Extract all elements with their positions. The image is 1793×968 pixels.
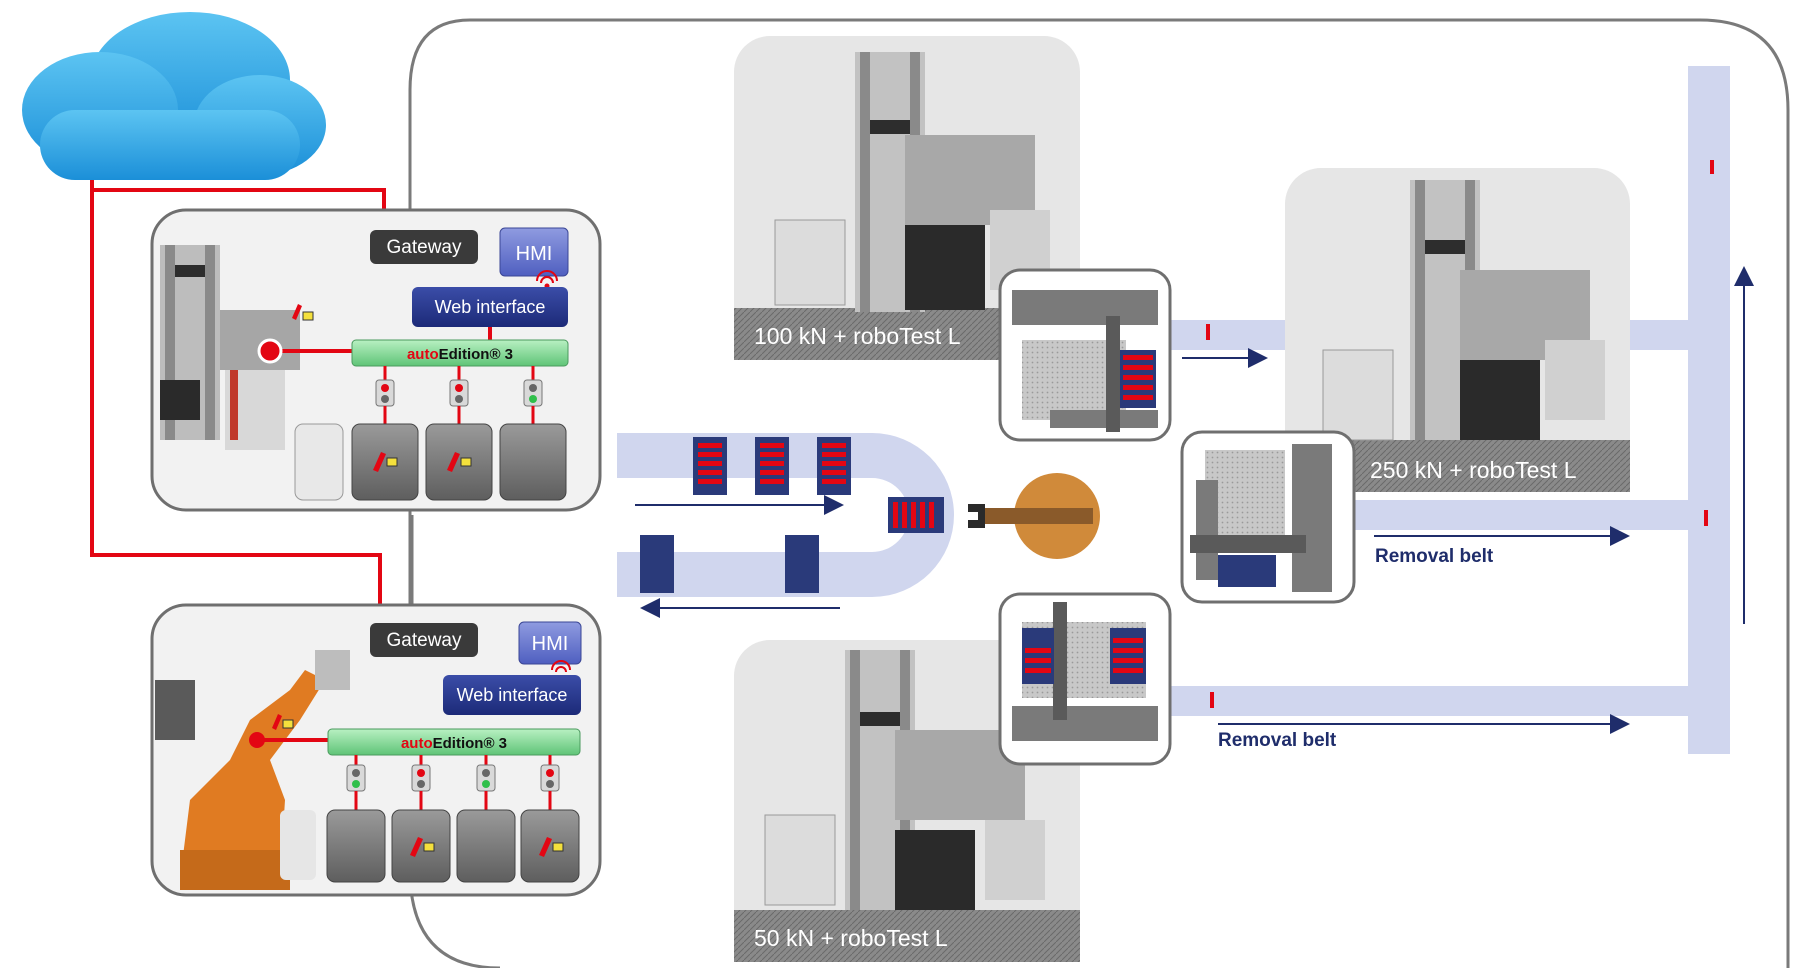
wifi-icon <box>551 660 571 673</box>
sensor-icon <box>272 714 294 730</box>
lab-enclosure <box>408 18 1790 968</box>
web-interface-box <box>443 675 581 715</box>
gateway-label: Gateway <box>387 630 462 651</box>
gateway-label: Gateway <box>387 237 462 258</box>
removal-belt-label: Removal belt <box>1375 546 1494 567</box>
cell-top: Gateway HMI Web interface autoEdition® 3 <box>150 208 602 512</box>
removal-belts: Removal belt Removal belt <box>1170 66 1754 754</box>
sensor-icon <box>292 304 314 321</box>
gateway-box <box>370 623 478 657</box>
machine-50kn: 50 kN + roboTest L <box>734 640 1080 962</box>
machine-250kn: 250 kN + roboTest L <box>1285 168 1630 492</box>
autoedition-label: autoEdition® 3 <box>407 346 513 363</box>
testing-machine-image <box>774 52 1050 312</box>
web-interface-box <box>412 287 568 327</box>
machine-label: 250 kN + roboTest L <box>1370 457 1577 483</box>
gripper-detail-100kn <box>998 268 1172 442</box>
hmi-box <box>499 227 569 277</box>
removal-belt-label: Removal belt <box>1218 730 1337 751</box>
testing-machine-image <box>1322 180 1605 441</box>
traffic-lights <box>346 755 560 810</box>
hmi-box <box>518 621 582 665</box>
central-robot <box>968 473 1100 559</box>
cell-bottom: Gateway HMI Web interface autoEdition® 3 <box>150 603 602 897</box>
supply-belt <box>617 433 954 618</box>
station-slots <box>294 423 567 501</box>
gripper-detail-50kn <box>998 592 1172 766</box>
autoedition-bar <box>327 728 581 756</box>
specimen-magazines <box>640 437 944 593</box>
machine-label: 100 kN + roboTest L <box>754 323 961 349</box>
web-interface-label: Web interface <box>457 685 568 705</box>
hmi-label: HMI <box>516 243 553 265</box>
gateway-box <box>370 230 478 264</box>
autoedition-label: autoEdition® 3 <box>401 735 507 752</box>
web-interface-label: Web interface <box>435 297 546 317</box>
wifi-icon <box>536 270 558 284</box>
testing-machine-image <box>160 245 300 450</box>
station-slots <box>326 809 580 883</box>
machine-100kn: 100 kN + roboTest L <box>734 36 1080 360</box>
cloud-icon <box>22 12 326 180</box>
gripper-detail-250kn <box>1180 430 1356 604</box>
traffic-lights <box>375 366 543 424</box>
machine-label: 50 kN + roboTest L <box>754 925 948 951</box>
testing-machine-image <box>764 650 1045 910</box>
hmi-label: HMI <box>532 633 569 655</box>
